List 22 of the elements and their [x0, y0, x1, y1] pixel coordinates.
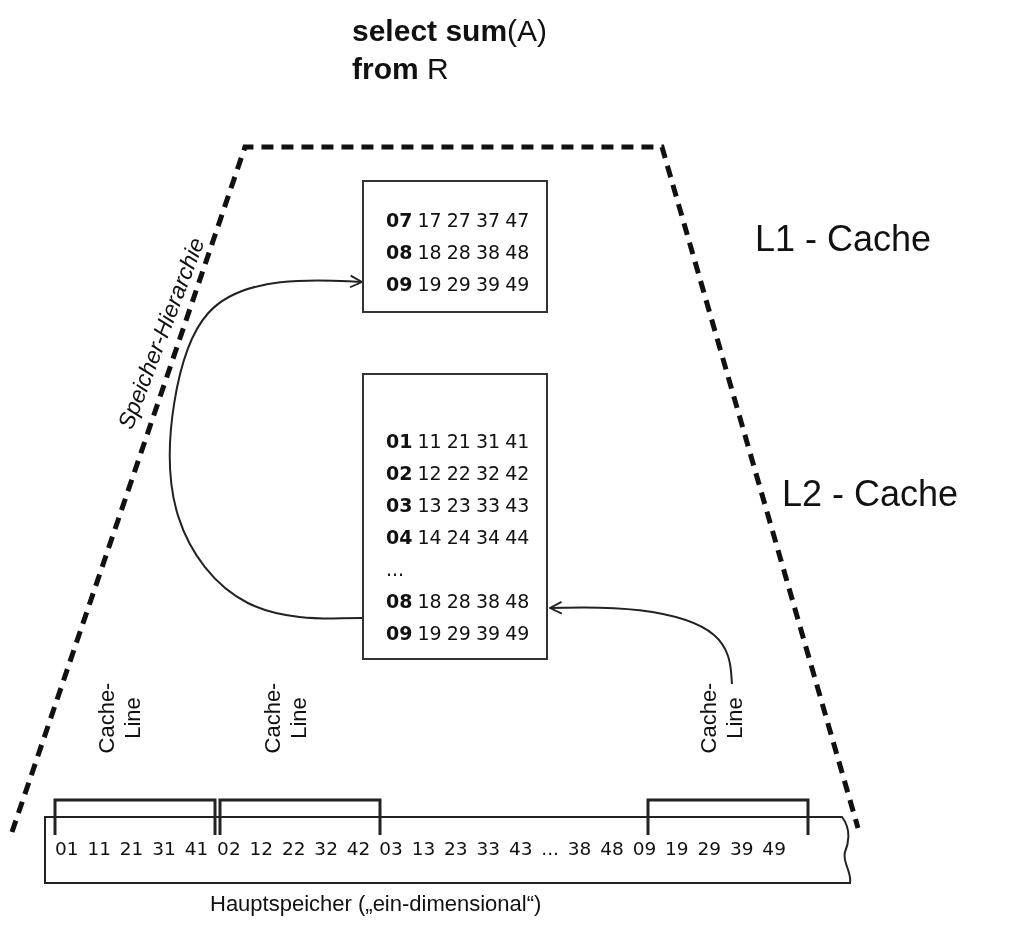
cache-row-text: 08 18 28 38 48 — [386, 589, 531, 614]
cache-line-label: Cache- Line — [94, 681, 146, 756]
cache-line-label: Cache- Line — [696, 678, 748, 758]
cache-row-text: ... — [386, 557, 406, 582]
curved-arrow — [549, 601, 733, 685]
cache-block — [362, 180, 548, 313]
query-title: select sum(A) from R — [352, 13, 549, 87]
cache-row-text: 09 19 29 39 49 — [386, 272, 531, 297]
cache-level-label: L2 - Cache — [782, 473, 959, 515]
memory-caption: Hauptspeicher („ein-dimensional“) — [210, 891, 542, 917]
cache-row-text: 02 12 22 32 42 — [386, 461, 531, 486]
cache-row-text: 08 18 28 38 48 — [386, 240, 531, 265]
cache-line-label: Cache- Line — [260, 681, 312, 756]
cache-row-text: 09 19 29 39 49 — [386, 621, 531, 646]
cache-level-label: L1 - Cache — [755, 218, 932, 260]
cache-row-text: 01 11 21 31 41 — [386, 429, 531, 454]
curved-arrow — [168, 274, 363, 620]
cache-row-text: 03 13 23 33 43 — [386, 493, 531, 518]
cache-block — [362, 373, 548, 660]
memory-values: 01 11 21 31 41 02 12 22 32 42 03 13 23 33 43 ... 38 48 09 19 29 39 49 — [55, 837, 786, 861]
cache-row-text: 07 17 27 37 47 — [386, 208, 531, 233]
cache-row-text: 04 14 24 34 44 — [386, 525, 531, 550]
